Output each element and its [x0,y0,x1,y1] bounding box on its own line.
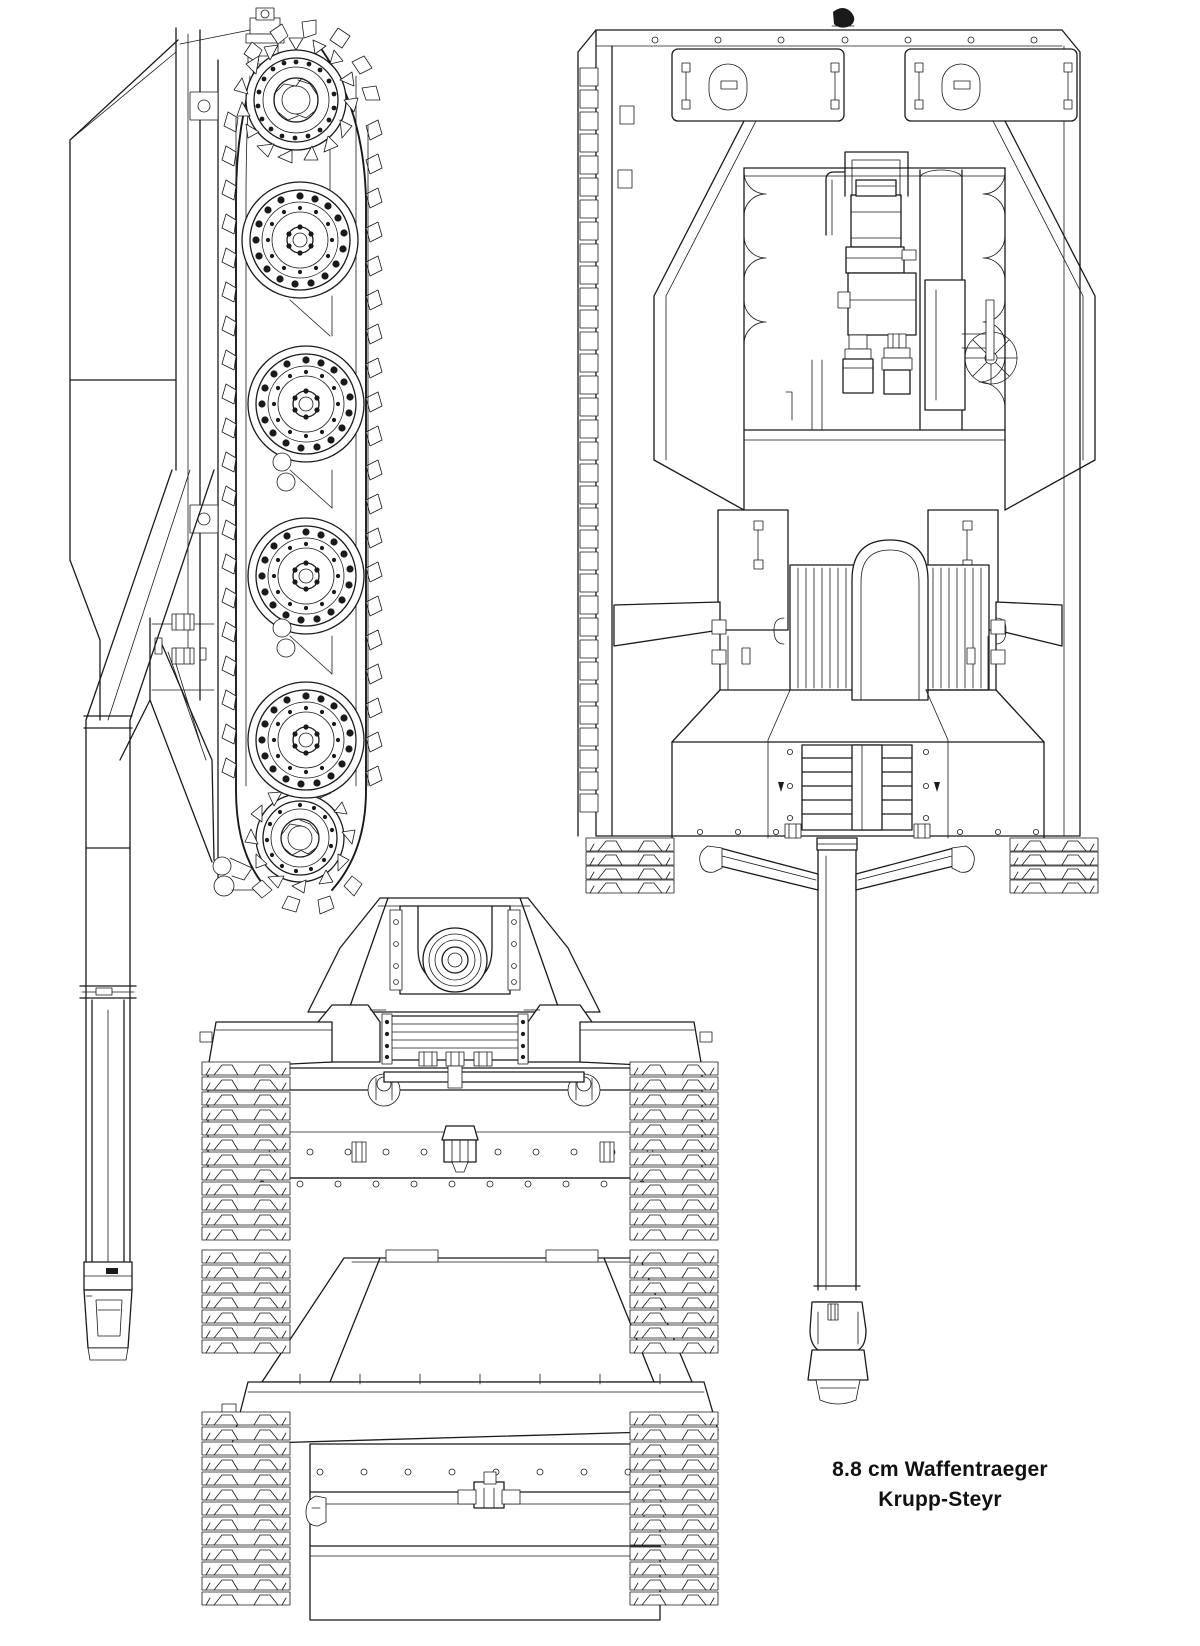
rear-hatch-left [671,48,845,122]
rear-view [577,8,1099,1405]
plan-bolt-row [316,1468,632,1476]
caption-line-2: Krupp-Steyr [878,1488,1002,1512]
rear-hatch-right [904,48,1078,122]
road-wheel-1 [241,181,359,299]
side-view [69,7,383,1361]
return-rollers [272,149,333,675]
gun-breech-assembly [785,151,1018,431]
road-wheel-2 [247,345,365,463]
plan-track-shoes-left [201,1249,291,1354]
front-small-fittings [351,1141,615,1163]
drive-sprocket-front [233,37,359,164]
side-view-gun-barrel [79,469,215,1361]
front-centre-fitting [441,1125,479,1173]
radiator-louvres-right [924,564,990,691]
plan-view [201,1249,719,1621]
rear-top-fitting [831,8,855,28]
radiator-louvres-left [789,564,855,691]
road-wheel-4 [247,681,365,799]
fighting-compartment-walls [653,120,1096,511]
rear-engine-deck [613,509,1063,839]
front-view [199,897,719,1241]
rear-gun-barrel-lower [699,837,975,1405]
rear-track-link-stack [579,67,635,813]
caption-line-1: 8.8 cm Waffentraeger [832,1458,1048,1481]
road-wheel-3 [247,517,365,635]
plan-track-shoes-right [629,1249,719,1354]
drawing-caption: 8.8 cm Waffentraeger Krupp-Steyr [760,1455,1120,1516]
side-view-track-links [221,19,383,915]
front-fenders [199,1004,713,1069]
rear-towing-bar [699,845,975,891]
gun-mantlet [389,905,521,995]
side-towing-gear [212,856,257,897]
elevation-handwheel [961,299,1018,385]
rear-top-rivet-row [651,36,1038,44]
front-lifting-eyes [367,1065,601,1107]
rear-lower-louvres [697,744,1040,839]
muzzle-brake [83,1261,133,1361]
idler-sprocket-rear [244,781,356,894]
plan-centre-fitting [457,1471,521,1509]
front-radiator-panel [381,1013,529,1067]
